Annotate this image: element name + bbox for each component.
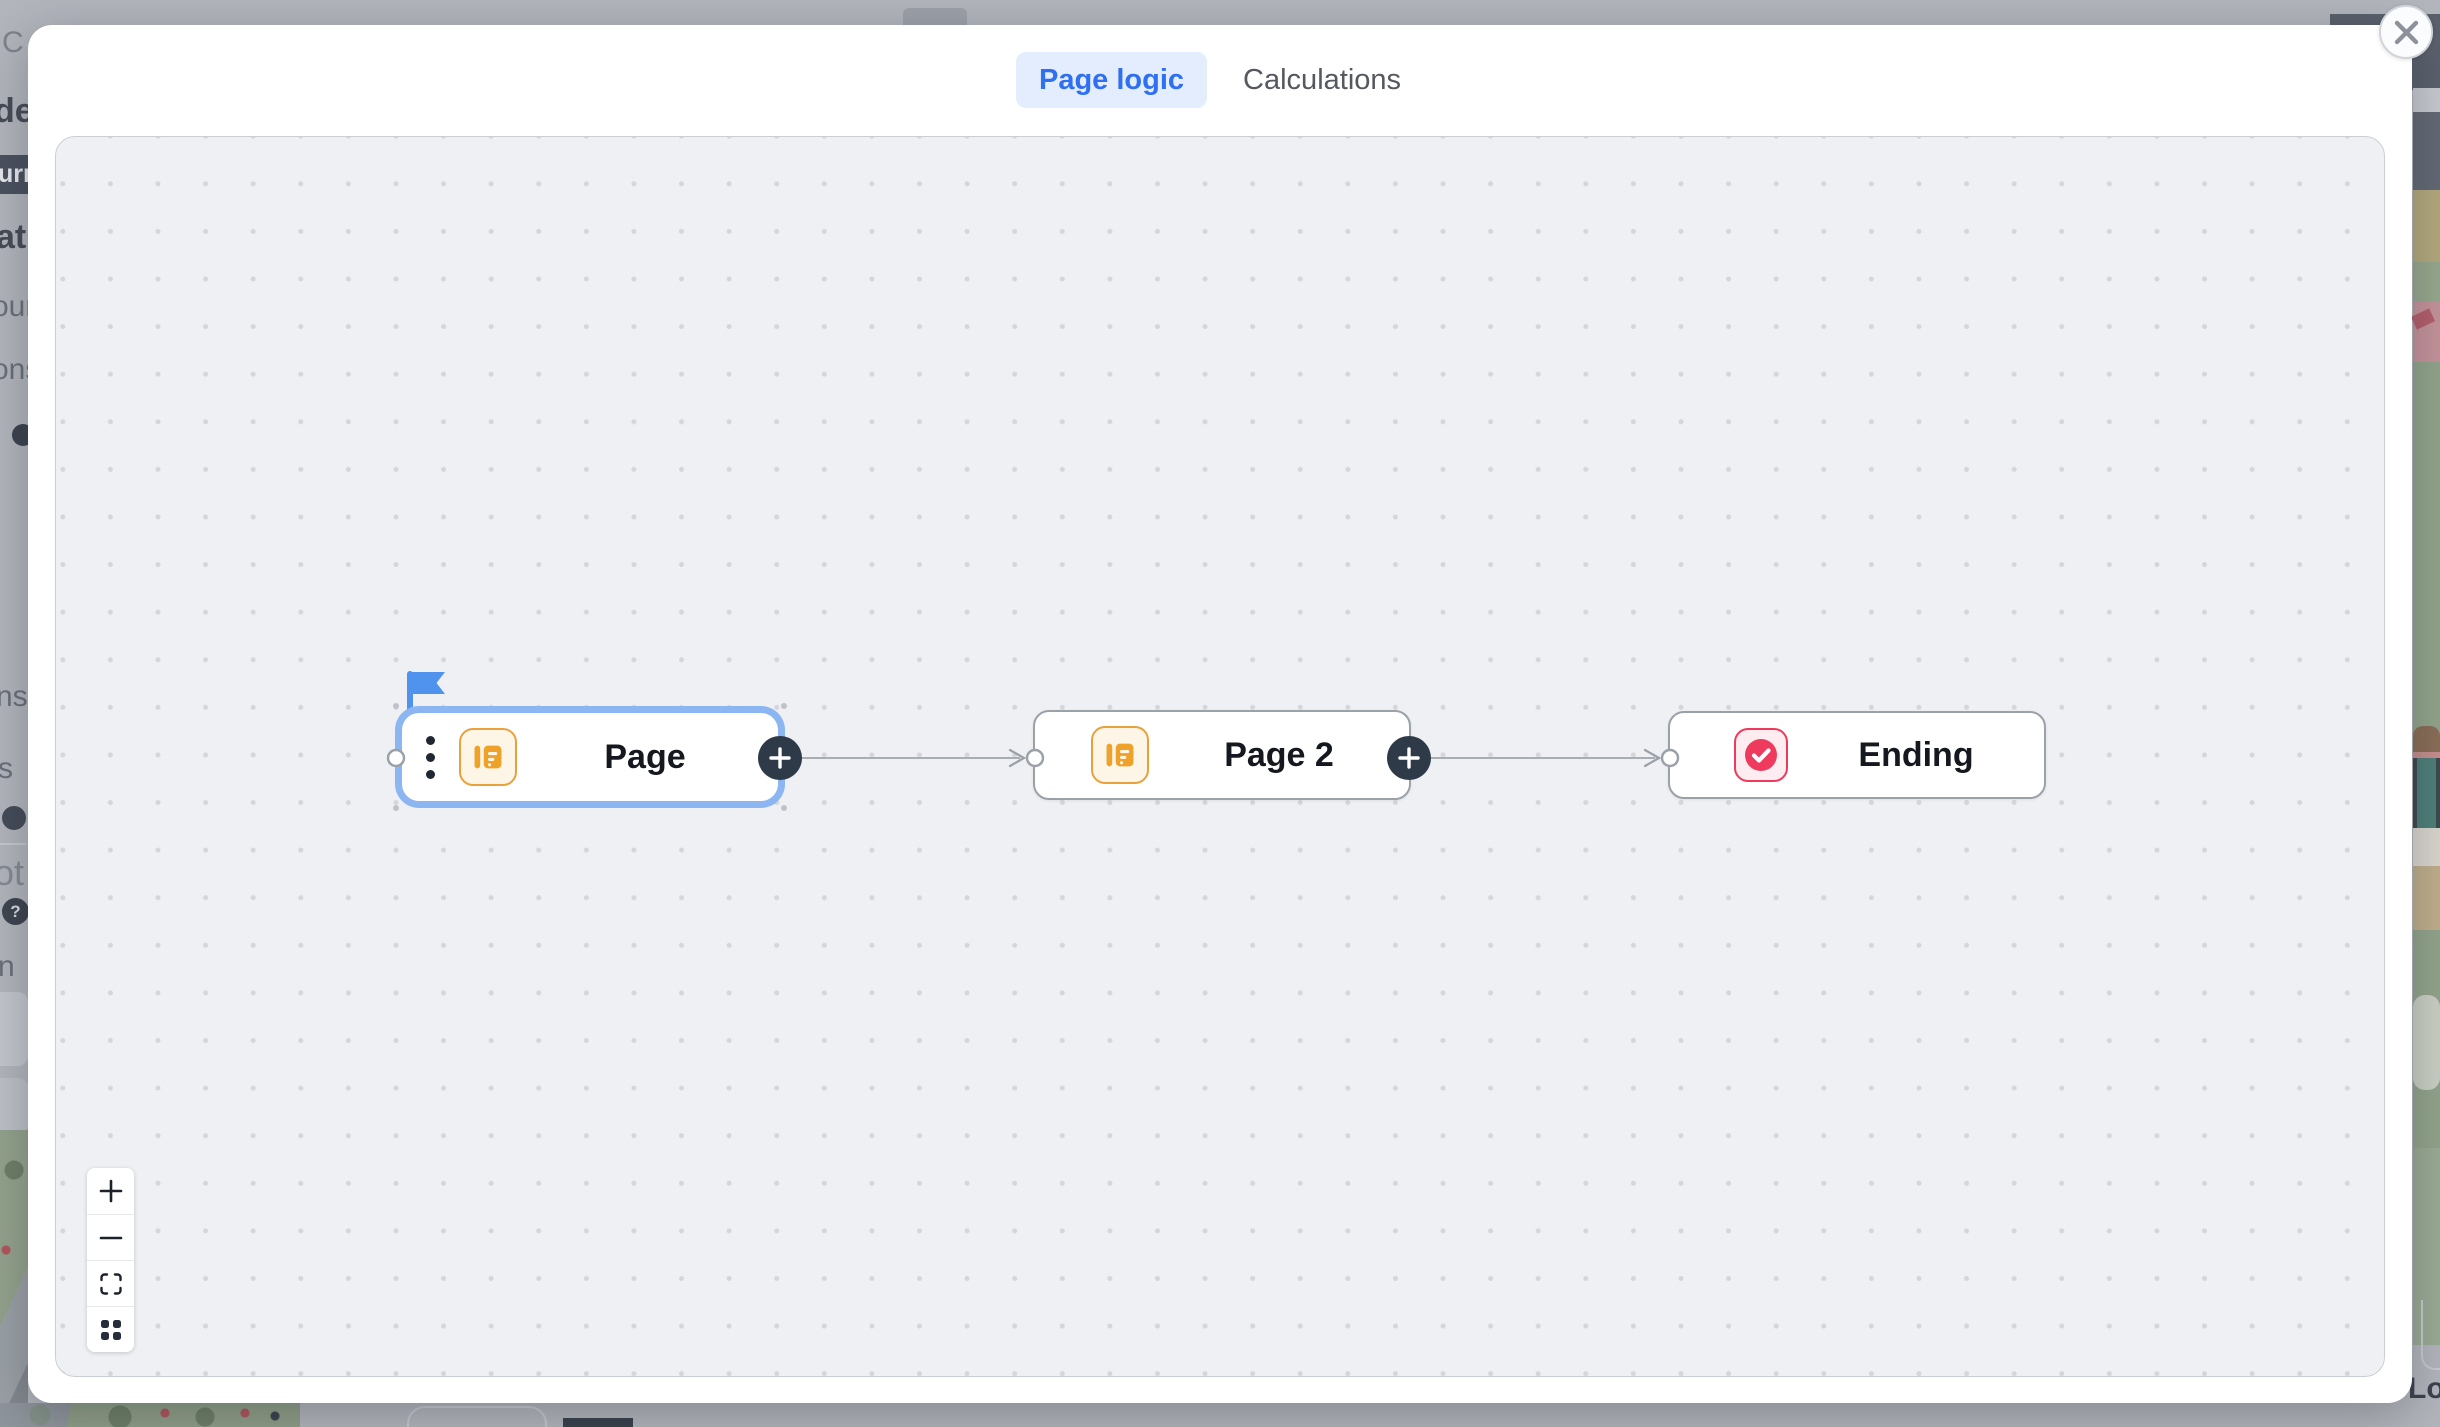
page-icon-chip xyxy=(1091,726,1149,784)
bg-fragment: ns xyxy=(0,680,28,713)
bg-fragment: at xyxy=(0,218,27,256)
flow-node-ending[interactable]: Ending xyxy=(1668,711,2046,799)
node-label: Ending xyxy=(1858,735,1974,774)
bg-fragment: ot xyxy=(0,852,25,893)
bg-strip xyxy=(2413,262,2440,302)
plus-icon xyxy=(99,1179,122,1203)
bg-person-shorts xyxy=(2413,828,2440,866)
close-button[interactable] xyxy=(2379,5,2433,59)
bg-tab-shape xyxy=(903,8,967,25)
bg-person-hair xyxy=(2413,726,2440,752)
add-connection-button-page[interactable] xyxy=(758,736,802,780)
bg-divider xyxy=(0,843,26,845)
node-label: Page 2 xyxy=(1224,735,1334,774)
page-logic-modal: Page logic Calculations xyxy=(28,5,2433,1403)
node-label: Page xyxy=(604,737,686,776)
page-icon-chip xyxy=(459,728,517,786)
selection-handle[interactable] xyxy=(393,805,399,811)
bg-fragment-badge: urr xyxy=(0,155,45,194)
page-icon xyxy=(1106,743,1134,767)
minimap-button[interactable] xyxy=(87,1306,134,1352)
bg-strip xyxy=(2413,88,2440,112)
bg-strip xyxy=(2413,112,2440,190)
plus-icon xyxy=(1398,747,1420,769)
bg-strip xyxy=(2413,190,2440,262)
minus-icon xyxy=(99,1236,122,1239)
bg-toggle xyxy=(2,806,26,830)
modal-tab-bar: Page logic Calculations xyxy=(1016,52,1401,108)
canvas-controls xyxy=(87,1168,134,1352)
fit-view-button[interactable] xyxy=(87,1260,134,1306)
bg-illustration-bottom xyxy=(0,1403,300,1427)
flow-canvas[interactable]: Page Page 2 End xyxy=(55,136,2385,1377)
page-icon xyxy=(474,745,502,769)
ending-check-icon xyxy=(1745,739,1777,771)
zoom-in-button[interactable] xyxy=(87,1168,134,1214)
bg-card-outline xyxy=(2421,1300,2440,1370)
bg-shape xyxy=(2413,995,2440,1090)
fit-view-icon xyxy=(99,1272,122,1295)
arrowhead-icon xyxy=(1008,748,1027,768)
selection-handle[interactable] xyxy=(393,703,399,709)
start-flag-icon xyxy=(407,671,445,719)
bg-dark-bar xyxy=(563,1418,633,1427)
bg-fragment: C xyxy=(2,26,24,59)
grid-dots-icon xyxy=(100,1319,121,1340)
bg-button xyxy=(0,992,28,1066)
bg-card-outline xyxy=(407,1406,547,1427)
selection-handle[interactable] xyxy=(781,703,787,709)
input-port-page xyxy=(386,748,406,768)
flow-node-page[interactable]: Page xyxy=(407,718,773,796)
bg-button xyxy=(0,1078,28,1134)
bg-person-backpack xyxy=(2413,758,2440,828)
flow-node-page-2[interactable]: Page 2 xyxy=(1033,710,1411,800)
bg-help-badge: ? xyxy=(2,898,29,925)
node-menu-kebab-icon[interactable] xyxy=(426,735,435,779)
arrowhead-icon xyxy=(1643,748,1662,768)
selection-handle[interactable] xyxy=(781,805,787,811)
plus-icon xyxy=(769,747,791,769)
close-icon xyxy=(2394,20,2418,44)
ending-icon-chip xyxy=(1734,728,1788,782)
bg-fragment: s xyxy=(0,752,13,785)
bg-person-legs xyxy=(2413,866,2440,930)
tab-calculations[interactable]: Calculations xyxy=(1243,63,1402,96)
bg-fragment: Lo xyxy=(2408,1372,2440,1405)
bg-illustration-left xyxy=(0,1130,28,1427)
bg-fragment: n xyxy=(0,950,15,983)
zoom-out-button[interactable] xyxy=(87,1214,134,1260)
add-connection-button-page2[interactable] xyxy=(1387,736,1431,780)
tab-page-logic[interactable]: Page logic xyxy=(1016,52,1208,108)
bg-person-shirt xyxy=(2413,752,2440,762)
